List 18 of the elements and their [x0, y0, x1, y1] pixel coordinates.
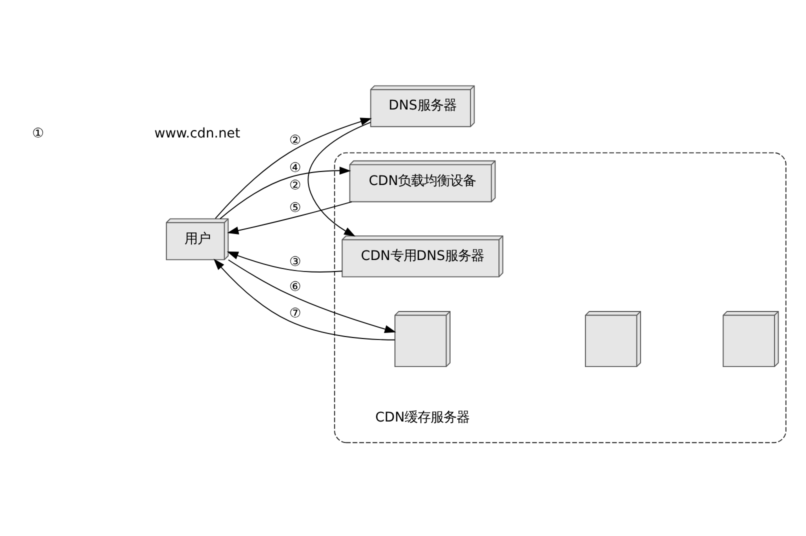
arrow	[227, 201, 352, 234]
edge-label: ②	[289, 178, 302, 194]
label: CDN缓存服务器	[375, 410, 470, 426]
edge-label: ⑥	[289, 280, 302, 295]
edge-label: ⑤	[289, 200, 302, 216]
cluster	[334, 152, 786, 444]
edge-label: ⑦	[289, 306, 302, 322]
arrow	[226, 252, 343, 272]
edge-label: ②	[289, 133, 302, 148]
arrow	[228, 259, 396, 333]
arrow	[214, 258, 396, 340]
arrow	[220, 166, 351, 220]
edge-label: ③	[289, 255, 302, 270]
label: ①	[32, 126, 44, 142]
arrow	[214, 118, 372, 219]
label: www.cdn.net	[154, 126, 240, 142]
arrow	[308, 122, 372, 237]
edge-label: ④	[289, 160, 302, 176]
